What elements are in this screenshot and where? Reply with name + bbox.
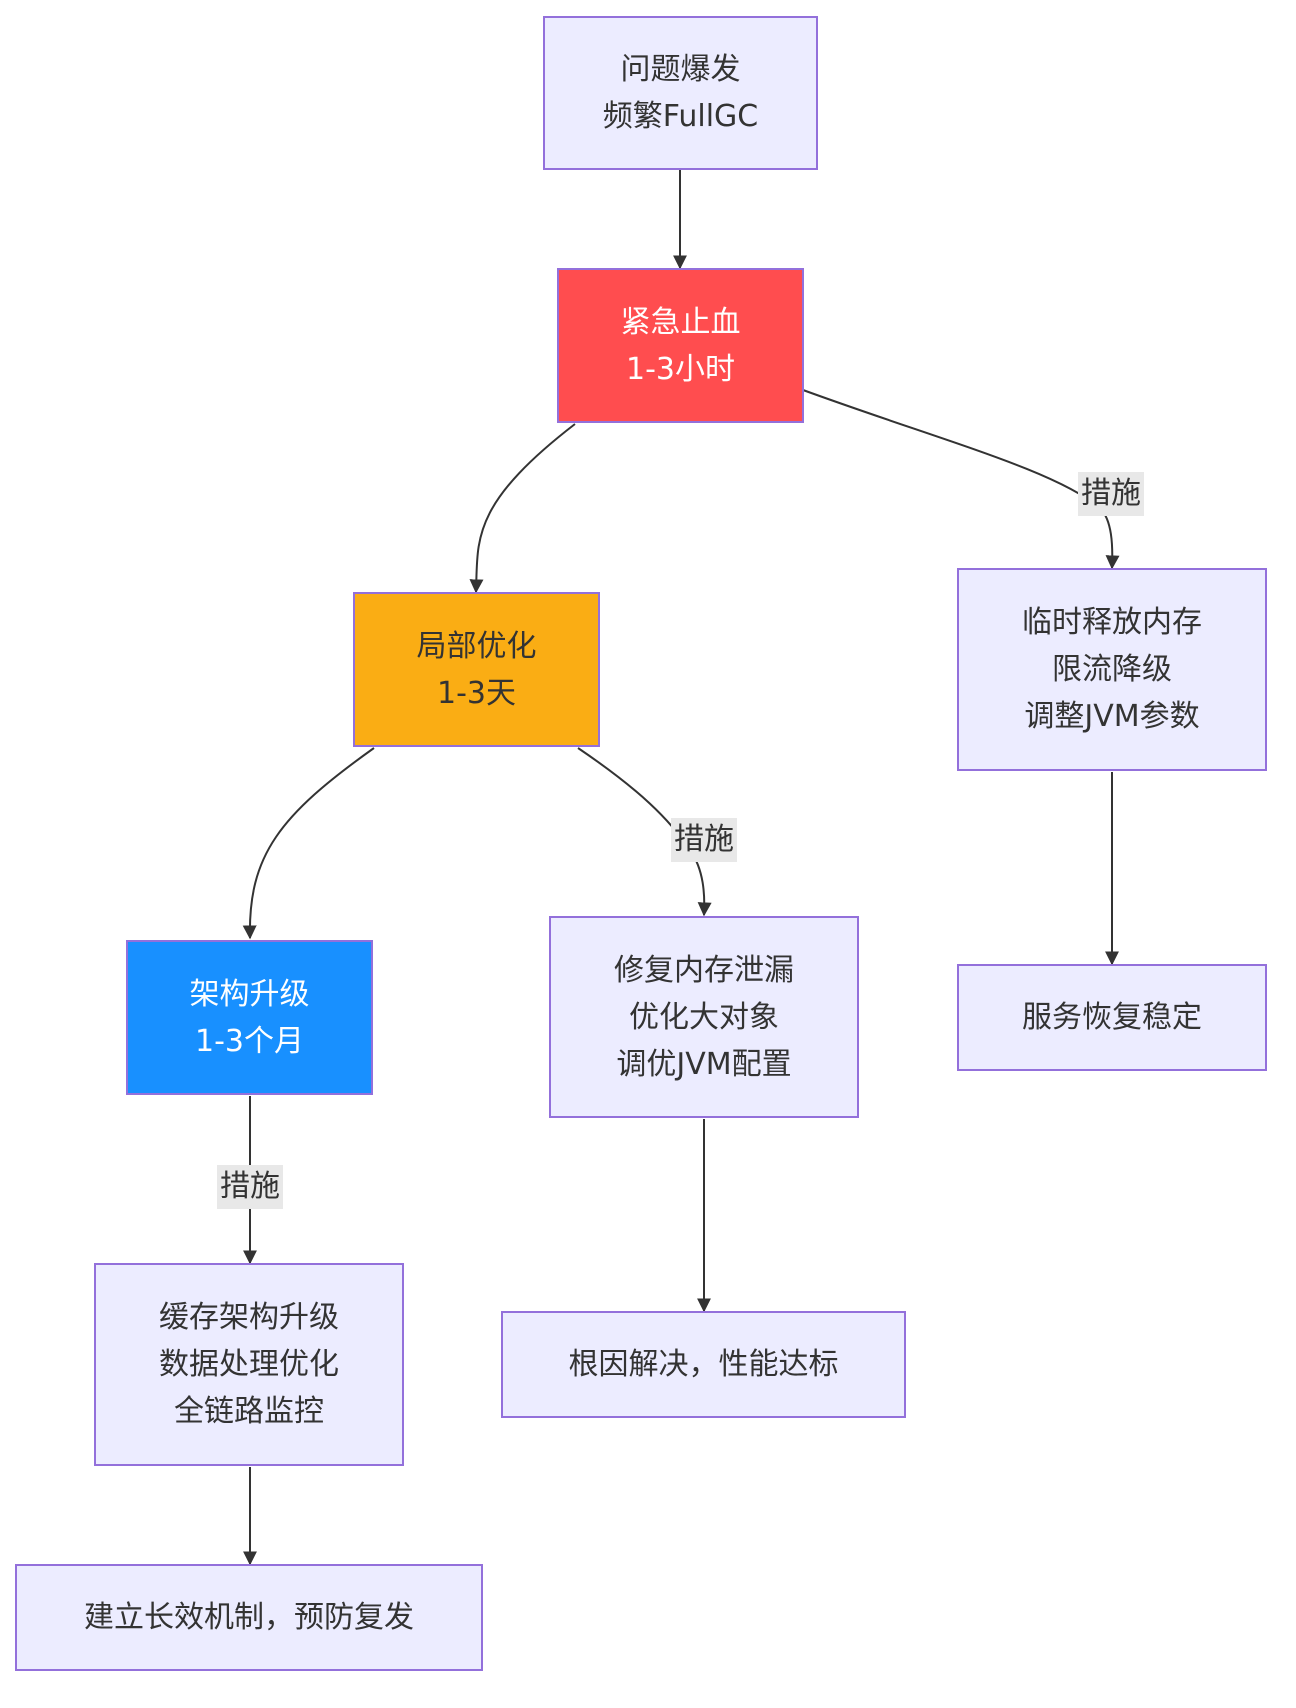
node-emergency-actions: 临时释放内存 限流降级 调整JVM参数	[957, 568, 1267, 771]
edge-label-local-measures: 措施	[671, 818, 737, 862]
node-emergency-actions-label: 临时释放内存 限流降级 调整JVM参数	[1022, 605, 1202, 734]
node-architecture-upgrade: 架构升级 1-3个月	[126, 940, 373, 1095]
edge-label-emergency-measures: 措施	[1078, 472, 1144, 516]
node-problem: 问题爆发 频繁FullGC	[543, 16, 818, 170]
edge-emergency-to-local	[469, 423, 576, 594]
node-problem-label: 问题爆发 频繁FullGC	[602, 52, 759, 134]
node-local-optimization-label: 局部优化 1-3天	[416, 628, 537, 711]
node-root-cause-label: 根因解决，性能达标	[568, 1347, 839, 1382]
edge-label-arch-measures: 措施	[217, 1165, 283, 1209]
node-local-actions-label: 修复内存泄漏 优化大对象 调优JVM配置	[614, 952, 794, 1082]
node-long-term: 建立长效机制，预防复发	[15, 1564, 483, 1671]
edge-local-to-arch	[242, 747, 375, 940]
node-architecture-upgrade-label: 架构升级 1-3个月	[189, 976, 310, 1059]
node-long-term-label: 建立长效机制，预防复发	[84, 1600, 414, 1635]
node-emergency-label: 紧急止血 1-3小时	[620, 304, 741, 387]
node-architecture-actions: 缓存架构升级 数据处理优化 全链路监控	[94, 1263, 404, 1466]
edge-emergency-to-actions	[802, 389, 1120, 570]
node-local-actions: 修复内存泄漏 优化大对象 调优JVM配置	[549, 916, 859, 1118]
node-service-stable-label: 服务恢复稳定	[1022, 1000, 1202, 1035]
node-local-optimization: 局部优化 1-3天	[353, 592, 600, 747]
node-root-cause: 根因解决，性能达标	[501, 1311, 906, 1418]
node-service-stable: 服务恢复稳定	[957, 964, 1267, 1071]
node-emergency: 紧急止血 1-3小时	[557, 268, 804, 423]
node-architecture-actions-label: 缓存架构升级 数据处理优化 全链路监控	[159, 1300, 339, 1429]
